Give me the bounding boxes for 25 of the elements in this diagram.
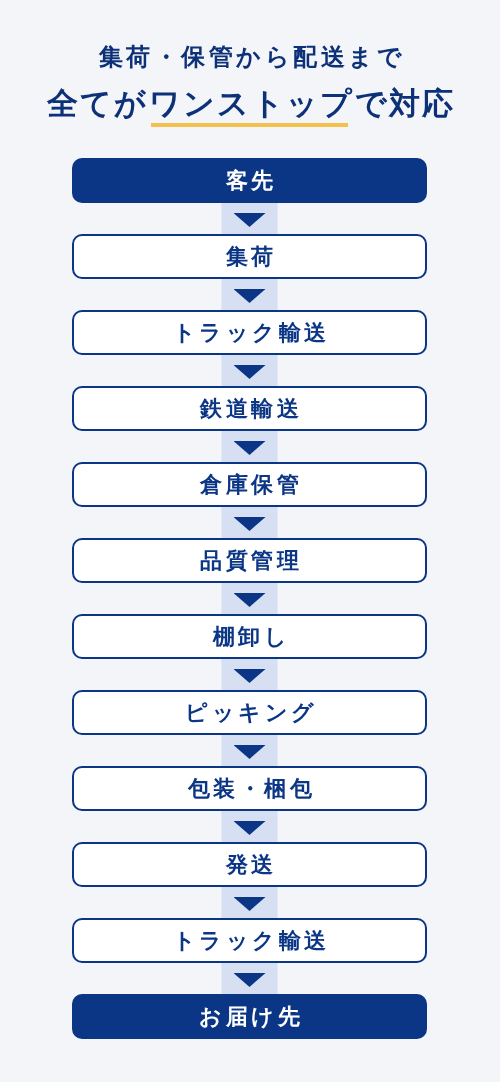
arrow xyxy=(221,203,278,234)
process-box: 倉庫保管 xyxy=(72,462,427,507)
arrow xyxy=(221,963,278,994)
process-box: ピッキング xyxy=(72,690,427,735)
arrow xyxy=(221,811,278,842)
arrow xyxy=(221,887,278,918)
arrow xyxy=(221,583,278,614)
process-box: 棚卸し xyxy=(72,614,427,659)
process-box: 発送 xyxy=(72,842,427,887)
arrow xyxy=(221,279,278,310)
arrow xyxy=(221,355,278,386)
heading: 全てがワンストップで対応 xyxy=(45,84,456,123)
subheading: 集荷・保管から配送まで xyxy=(97,42,405,72)
process-box: トラック輸送 xyxy=(72,918,427,963)
arrow xyxy=(221,431,278,462)
arrow xyxy=(221,735,278,766)
terminal-box: 客先 xyxy=(72,158,427,203)
process-box: 鉄道輸送 xyxy=(72,386,427,431)
arrow xyxy=(221,659,278,690)
process-box: 包装・梱包 xyxy=(72,766,427,811)
arrow xyxy=(221,507,278,538)
process-box: トラック輸送 xyxy=(72,310,427,355)
process-box: 集荷 xyxy=(72,234,427,279)
process-box: 品質管理 xyxy=(72,538,427,583)
terminal-box: お届け先 xyxy=(72,994,427,1039)
